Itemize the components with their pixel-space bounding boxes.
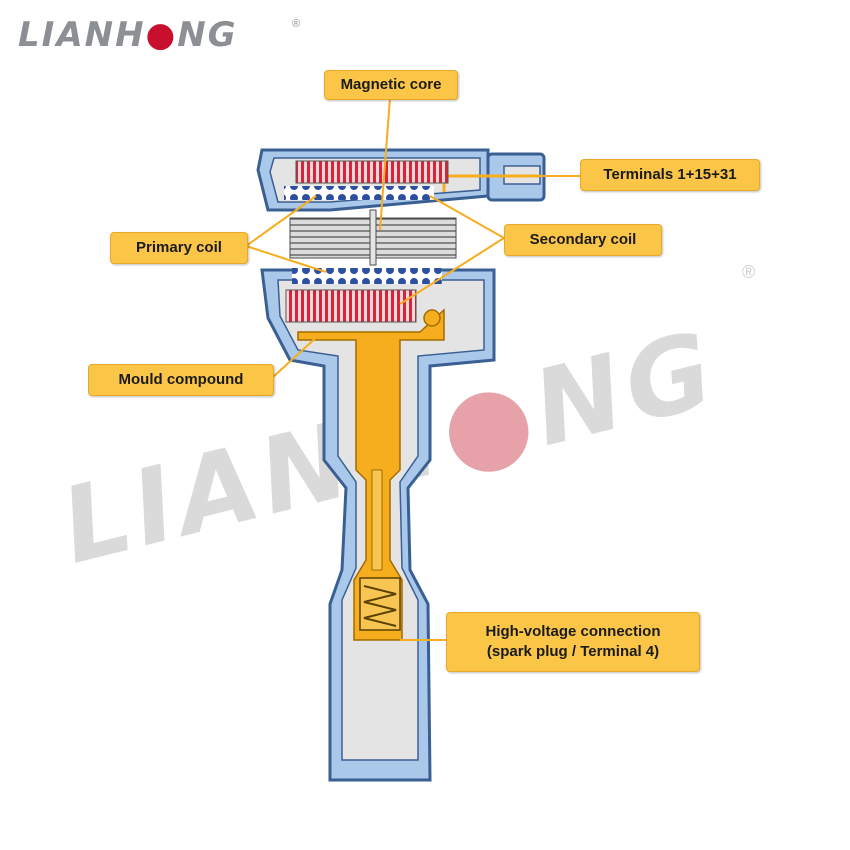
lower-windings <box>285 268 442 323</box>
brand-logo: LIANH●NG <box>18 18 238 52</box>
leader-lines <box>245 97 580 641</box>
upper-primary-winding <box>284 160 449 200</box>
leader-magnetic-core <box>379 97 391 231</box>
logo-text-left: LIANH <box>18 15 146 55</box>
label-terminals: Terminals 1+15+31 <box>580 159 760 191</box>
label-secondary-coil: Secondary coil <box>504 224 662 256</box>
leader-secondary-coil-upper <box>429 195 505 239</box>
logo-drop-icon: ● <box>145 15 178 55</box>
label-primary-coil: Primary coil <box>110 232 248 264</box>
magnetic-core <box>289 209 457 266</box>
watermark-registered-mark: ® <box>742 262 756 282</box>
label-hv-connection-line1: High-voltage connection <box>485 622 661 640</box>
contact-spring-icon <box>359 577 401 631</box>
label-magnetic-core: Magnetic core <box>324 70 458 100</box>
label-mould-compound: Mould compound <box>88 364 274 396</box>
label-hv-connection-line2: (spark plug / Terminal 4) <box>486 643 660 660</box>
logo-text-right: NG <box>177 15 238 55</box>
leader-primary-coil-lower <box>245 245 327 273</box>
label-hv-connection: High-voltage connection (spark plug / Te… <box>446 612 700 672</box>
leader-primary-coil-upper <box>245 195 317 247</box>
leader-secondary-coil-lower <box>399 237 505 305</box>
hv-conductor <box>297 308 445 641</box>
leader-mould-compound <box>271 333 321 379</box>
terminal-connector <box>442 152 546 202</box>
logo-registered-mark: ® <box>292 18 301 30</box>
